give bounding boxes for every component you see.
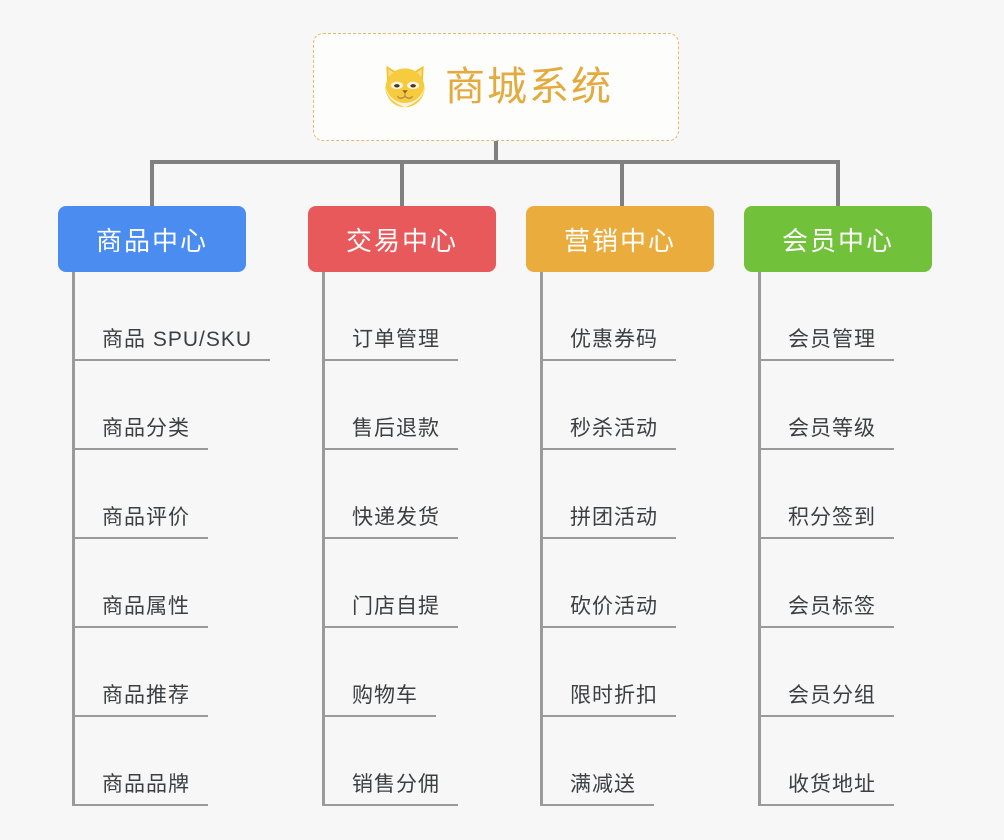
leaf-label: 会员等级	[758, 418, 894, 450]
branch-header-label-3: 营销中心	[563, 225, 676, 256]
leaf-item[interactable]: 商品属性	[58, 539, 246, 628]
leaf-label: 商品 SPU/SKU	[72, 329, 271, 361]
leaf-item[interactable]: 砍价活动	[526, 539, 714, 628]
leaf-list-1: 商品 SPU/SKU 商品分类 商品评价 商品属性 商品推荐 商品品牌	[58, 272, 271, 806]
leaf-label: 商品推荐	[72, 685, 208, 717]
branch-header-4[interactable]: 会员中心	[744, 206, 932, 272]
leaf-item[interactable]: 满减送	[526, 717, 714, 806]
branch-header-2[interactable]: 交易中心	[308, 206, 496, 272]
root-node[interactable]: 商城系统	[313, 33, 679, 141]
leaf-item[interactable]: 优惠券码	[526, 272, 714, 361]
leaf-spine-3	[540, 272, 543, 806]
branch-product-center: 商品中心 商品 SPU/SKU 商品分类 商品评价 商品属性 商品推荐 商品品牌	[58, 206, 271, 806]
leaf-label: 销售分佣	[322, 774, 458, 806]
leaf-label: 商品分类	[72, 418, 208, 450]
leaf-item[interactable]: 会员等级	[744, 361, 932, 450]
leaf-item[interactable]: 门店自提	[308, 539, 496, 628]
branch-trade-center: 交易中心 订单管理 售后退款 快递发货 门店自提 购物车 销售分佣	[308, 206, 496, 806]
leaf-label: 门店自提	[322, 596, 458, 628]
leaf-item[interactable]: 订单管理	[308, 272, 496, 361]
branch-header-label-2: 交易中心	[345, 225, 458, 256]
leaf-label: 会员标签	[758, 596, 894, 628]
leaf-label: 商品评价	[72, 507, 208, 539]
branch-header-1[interactable]: 商品中心	[58, 206, 246, 272]
leaf-spine-1	[72, 272, 75, 806]
branch-marketing-center: 营销中心 优惠券码 秒杀活动 拼团活动 砍价活动 限时折扣 满减送	[526, 206, 714, 806]
leaf-item[interactable]: 商品评价	[58, 450, 246, 539]
leaf-item[interactable]: 购物车	[308, 628, 496, 717]
leaf-label: 拼团活动	[540, 507, 676, 539]
leaf-item[interactable]: 收货地址	[744, 717, 932, 806]
leaf-item[interactable]: 售后退款	[308, 361, 496, 450]
leaf-item[interactable]: 限时折扣	[526, 628, 714, 717]
leaf-label: 秒杀活动	[540, 418, 676, 450]
leaf-label: 收货地址	[758, 774, 894, 806]
leaf-list-2: 订单管理 售后退款 快递发货 门店自提 购物车 销售分佣	[308, 272, 496, 806]
leaf-label: 优惠券码	[540, 329, 676, 361]
connector-branch-drop-3	[620, 160, 624, 208]
leaf-list-4: 会员管理 会员等级 积分签到 会员标签 会员分组 收货地址	[744, 272, 932, 806]
leaf-label: 会员分组	[758, 685, 894, 717]
leaf-item[interactable]: 会员管理	[744, 272, 932, 361]
leaf-label: 砍价活动	[540, 596, 676, 628]
shiba-dog-icon	[385, 65, 425, 108]
leaf-label: 会员管理	[758, 329, 894, 361]
leaf-label: 积分签到	[758, 507, 894, 539]
leaf-label: 满减送	[540, 774, 654, 806]
leaf-spine-4	[758, 272, 761, 806]
connector-horizontal-bar	[150, 160, 840, 164]
leaf-item[interactable]: 销售分佣	[308, 717, 496, 806]
branch-header-3[interactable]: 营销中心	[526, 206, 714, 272]
connector-branch-drop-4	[836, 160, 840, 208]
connector-branch-drop-2	[400, 160, 404, 208]
leaf-label: 售后退款	[322, 418, 458, 450]
branch-header-label-1: 商品中心	[95, 225, 208, 256]
leaf-list-3: 优惠券码 秒杀活动 拼团活动 砍价活动 限时折扣 满减送	[526, 272, 714, 806]
connector-branch-drop-1	[150, 160, 154, 208]
leaf-item[interactable]: 商品品牌	[58, 717, 246, 806]
leaf-spine-2	[322, 272, 325, 806]
leaf-label: 订单管理	[322, 329, 458, 361]
leaf-item[interactable]: 快递发货	[308, 450, 496, 539]
leaf-label: 商品品牌	[72, 774, 208, 806]
leaf-item[interactable]: 会员标签	[744, 539, 932, 628]
branch-header-label-4: 会员中心	[781, 225, 894, 256]
leaf-item[interactable]: 秒杀活动	[526, 361, 714, 450]
leaf-item[interactable]: 会员分组	[744, 628, 932, 717]
leaf-item[interactable]: 商品推荐	[58, 628, 246, 717]
leaf-item[interactable]: 商品分类	[58, 361, 246, 450]
branch-member-center: 会员中心 会员管理 会员等级 积分签到 会员标签 会员分组 收货地址	[744, 206, 932, 806]
leaf-item[interactable]: 商品 SPU/SKU	[58, 272, 271, 361]
leaf-item[interactable]: 积分签到	[744, 450, 932, 539]
leaf-label: 购物车	[322, 685, 436, 717]
leaf-item[interactable]: 拼团活动	[526, 450, 714, 539]
leaf-label: 商品属性	[72, 596, 208, 628]
leaf-label: 快递发货	[322, 507, 458, 539]
root-title: 商城系统	[445, 65, 613, 109]
connector-root-drop	[494, 141, 498, 163]
leaf-label: 限时折扣	[540, 685, 676, 717]
